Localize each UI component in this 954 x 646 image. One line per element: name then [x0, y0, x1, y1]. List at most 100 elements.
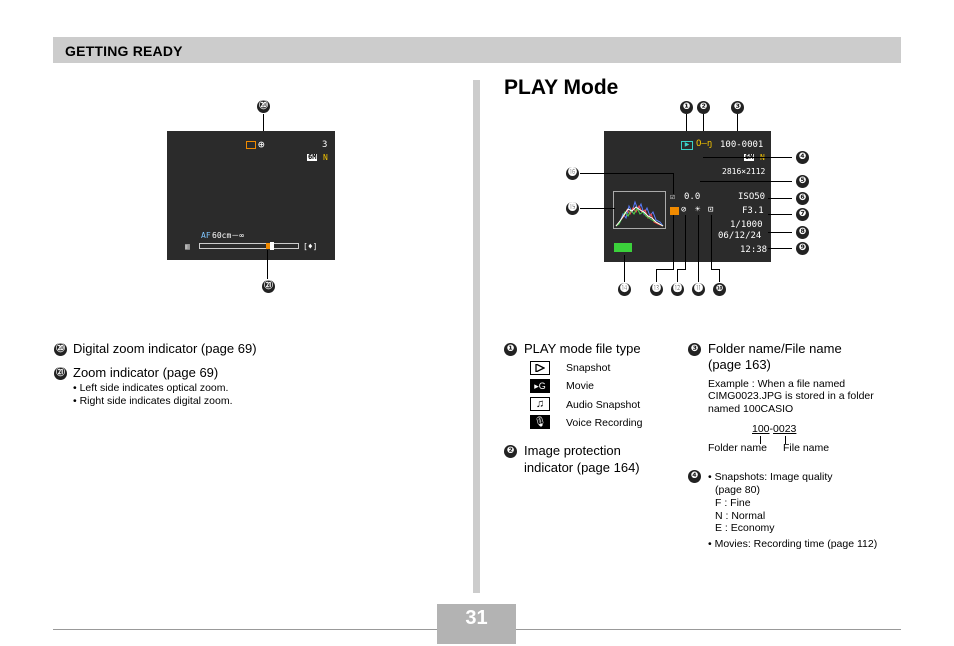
- callout-line-8: [768, 232, 792, 233]
- section-header-bar: GETTING READY: [53, 37, 901, 63]
- item-4-line3: F : Fine: [715, 497, 751, 509]
- movie-icon: ▸G: [530, 379, 550, 393]
- item-4-movies: • Movies: Recording time (page 112): [708, 538, 878, 550]
- folder-tick: [760, 436, 761, 444]
- diagram-file: 0023: [773, 423, 797, 435]
- callout-line-2: [703, 114, 704, 139]
- zoom-bar-optical-marker: [266, 243, 270, 249]
- callout-14: ⓮: [618, 283, 631, 296]
- callout-line-14: [624, 255, 625, 282]
- callout-line-15: [580, 208, 615, 209]
- diagram-sep: -: [769, 423, 774, 435]
- callout-line-6: [768, 198, 792, 199]
- music-note-icon: ♫: [530, 397, 550, 411]
- item-20-text: Digital zoom indicator (page 69): [73, 341, 257, 356]
- callout-20: ⑳: [257, 100, 270, 113]
- quality-indicator: N: [323, 153, 328, 162]
- callout-line-10a: [711, 215, 712, 270]
- callout-line-5: [700, 181, 792, 182]
- callout-line-3: [737, 114, 738, 139]
- lcd-screen-record: ⊕ 3 6M N AF 60cm－∞ ▥ [♦]: [167, 131, 335, 260]
- callout-12: ⓬: [671, 283, 684, 296]
- play-mode-icon: ▶: [681, 141, 693, 150]
- image-size-badge: 6M: [307, 153, 318, 161]
- item-3-example-line3: named 100CASIO: [708, 403, 794, 415]
- page-title: PLAY Mode: [504, 76, 619, 99]
- callout-21: ㉑: [262, 280, 275, 293]
- time-value: 12:38: [740, 245, 768, 255]
- folder-file-number: 100-0001: [720, 140, 764, 150]
- callout-line-1: [686, 114, 687, 139]
- af-range: 60cm－∞: [212, 231, 245, 240]
- lcd-screen-play: ▶ O‒ŋ 100-0001 6M N 2816×2112 ☑ 0.0 ISO5…: [604, 131, 771, 262]
- file-type-movie: Movie: [566, 380, 595, 392]
- section-title: GETTING READY: [65, 43, 183, 59]
- callout-line-12c: [677, 269, 678, 282]
- callout-line-9: [768, 248, 792, 249]
- digital-zoom-icon: ⊕: [258, 138, 265, 151]
- histogram: [613, 191, 666, 229]
- folder-name-label: Folder name: [708, 442, 767, 454]
- callout-line-13c: [656, 269, 657, 282]
- iso-value: ISO50: [738, 192, 766, 202]
- ev-value: 0.0: [684, 192, 701, 202]
- callout-line-7: [768, 214, 792, 215]
- callout-15: ⓯: [566, 202, 579, 215]
- zoom-bar-position: [270, 242, 274, 250]
- zoom-bar: [199, 242, 299, 250]
- page-number: 31: [465, 607, 488, 629]
- item-3-example-line1: Example : When a file named: [708, 378, 846, 390]
- item-3-example-line2: CIMG0023.JPG is stored in a folder: [708, 390, 874, 402]
- item-3-title-line1: Folder name/File name: [708, 341, 842, 356]
- item-3-title-line2: (page 163): [708, 357, 771, 372]
- item-3-number: ❸: [688, 343, 701, 356]
- callout-line-16: [580, 173, 673, 174]
- item-2-title-line2: indicator (page 164): [524, 460, 640, 475]
- af-label: AF: [201, 231, 211, 240]
- callout-6: ❻: [796, 192, 809, 205]
- callout-line-10c: [719, 269, 720, 282]
- white-balance-icon: ☀: [695, 205, 701, 215]
- play-quality-indicator: N: [760, 154, 765, 162]
- callout-line-13b: [656, 269, 674, 270]
- item-21-text: Zoom indicator (page 69): [73, 365, 219, 380]
- diagram-folder: 100: [752, 423, 770, 435]
- item-4-line1: • Snapshots: Image quality: [708, 471, 833, 483]
- shutter-value: 1/1000: [730, 220, 763, 230]
- callout-5: ❺: [796, 175, 809, 188]
- callout-4: ❹: [796, 151, 809, 164]
- callout-line-12b: [677, 269, 686, 270]
- column-divider: [473, 80, 480, 593]
- item-4-line4: N : Normal: [715, 510, 766, 522]
- zoom-note-2: • Right side indicates digital zoom.: [73, 395, 233, 407]
- callout-7: ❼: [796, 208, 809, 221]
- date-value: 06/12/24: [718, 231, 762, 241]
- callout-16: ⓰: [566, 167, 579, 180]
- snapshot-mode-icon: [246, 141, 256, 149]
- item-1-number: ❶: [504, 343, 517, 356]
- folder-file-diagram: 100-0023: [752, 423, 796, 436]
- metering-icon: ⊡: [708, 205, 714, 215]
- callout-9: ❾: [796, 242, 809, 255]
- file-tick: [785, 436, 786, 444]
- item-20-number: ⑳: [54, 343, 67, 356]
- microphone-icon: 🎙: [530, 415, 550, 429]
- battery-icon: [614, 243, 632, 252]
- record-mode-icon: [670, 207, 679, 215]
- callout-8: ❽: [796, 226, 809, 239]
- callout-line-13a: [673, 215, 674, 270]
- play-icon: [530, 361, 550, 375]
- callout-line-20: [263, 114, 264, 141]
- callout-10: ❿: [713, 283, 726, 296]
- item-2-number: ❷: [504, 445, 517, 458]
- shots-remaining: 3: [322, 140, 328, 150]
- flash-icon: ⊘: [681, 205, 687, 215]
- callout-line-4: [703, 157, 792, 158]
- item-21-number: ㉑: [54, 367, 67, 380]
- aperture-value: F3.1: [742, 206, 764, 216]
- callout-line-12a: [685, 215, 686, 270]
- zoom-note-1: • Left side indicates optical zoom.: [73, 382, 229, 394]
- resolution: 2816×2112: [722, 167, 766, 176]
- file-type-audio-snapshot: Audio Snapshot: [566, 399, 641, 411]
- file-name-label: File name: [783, 442, 830, 454]
